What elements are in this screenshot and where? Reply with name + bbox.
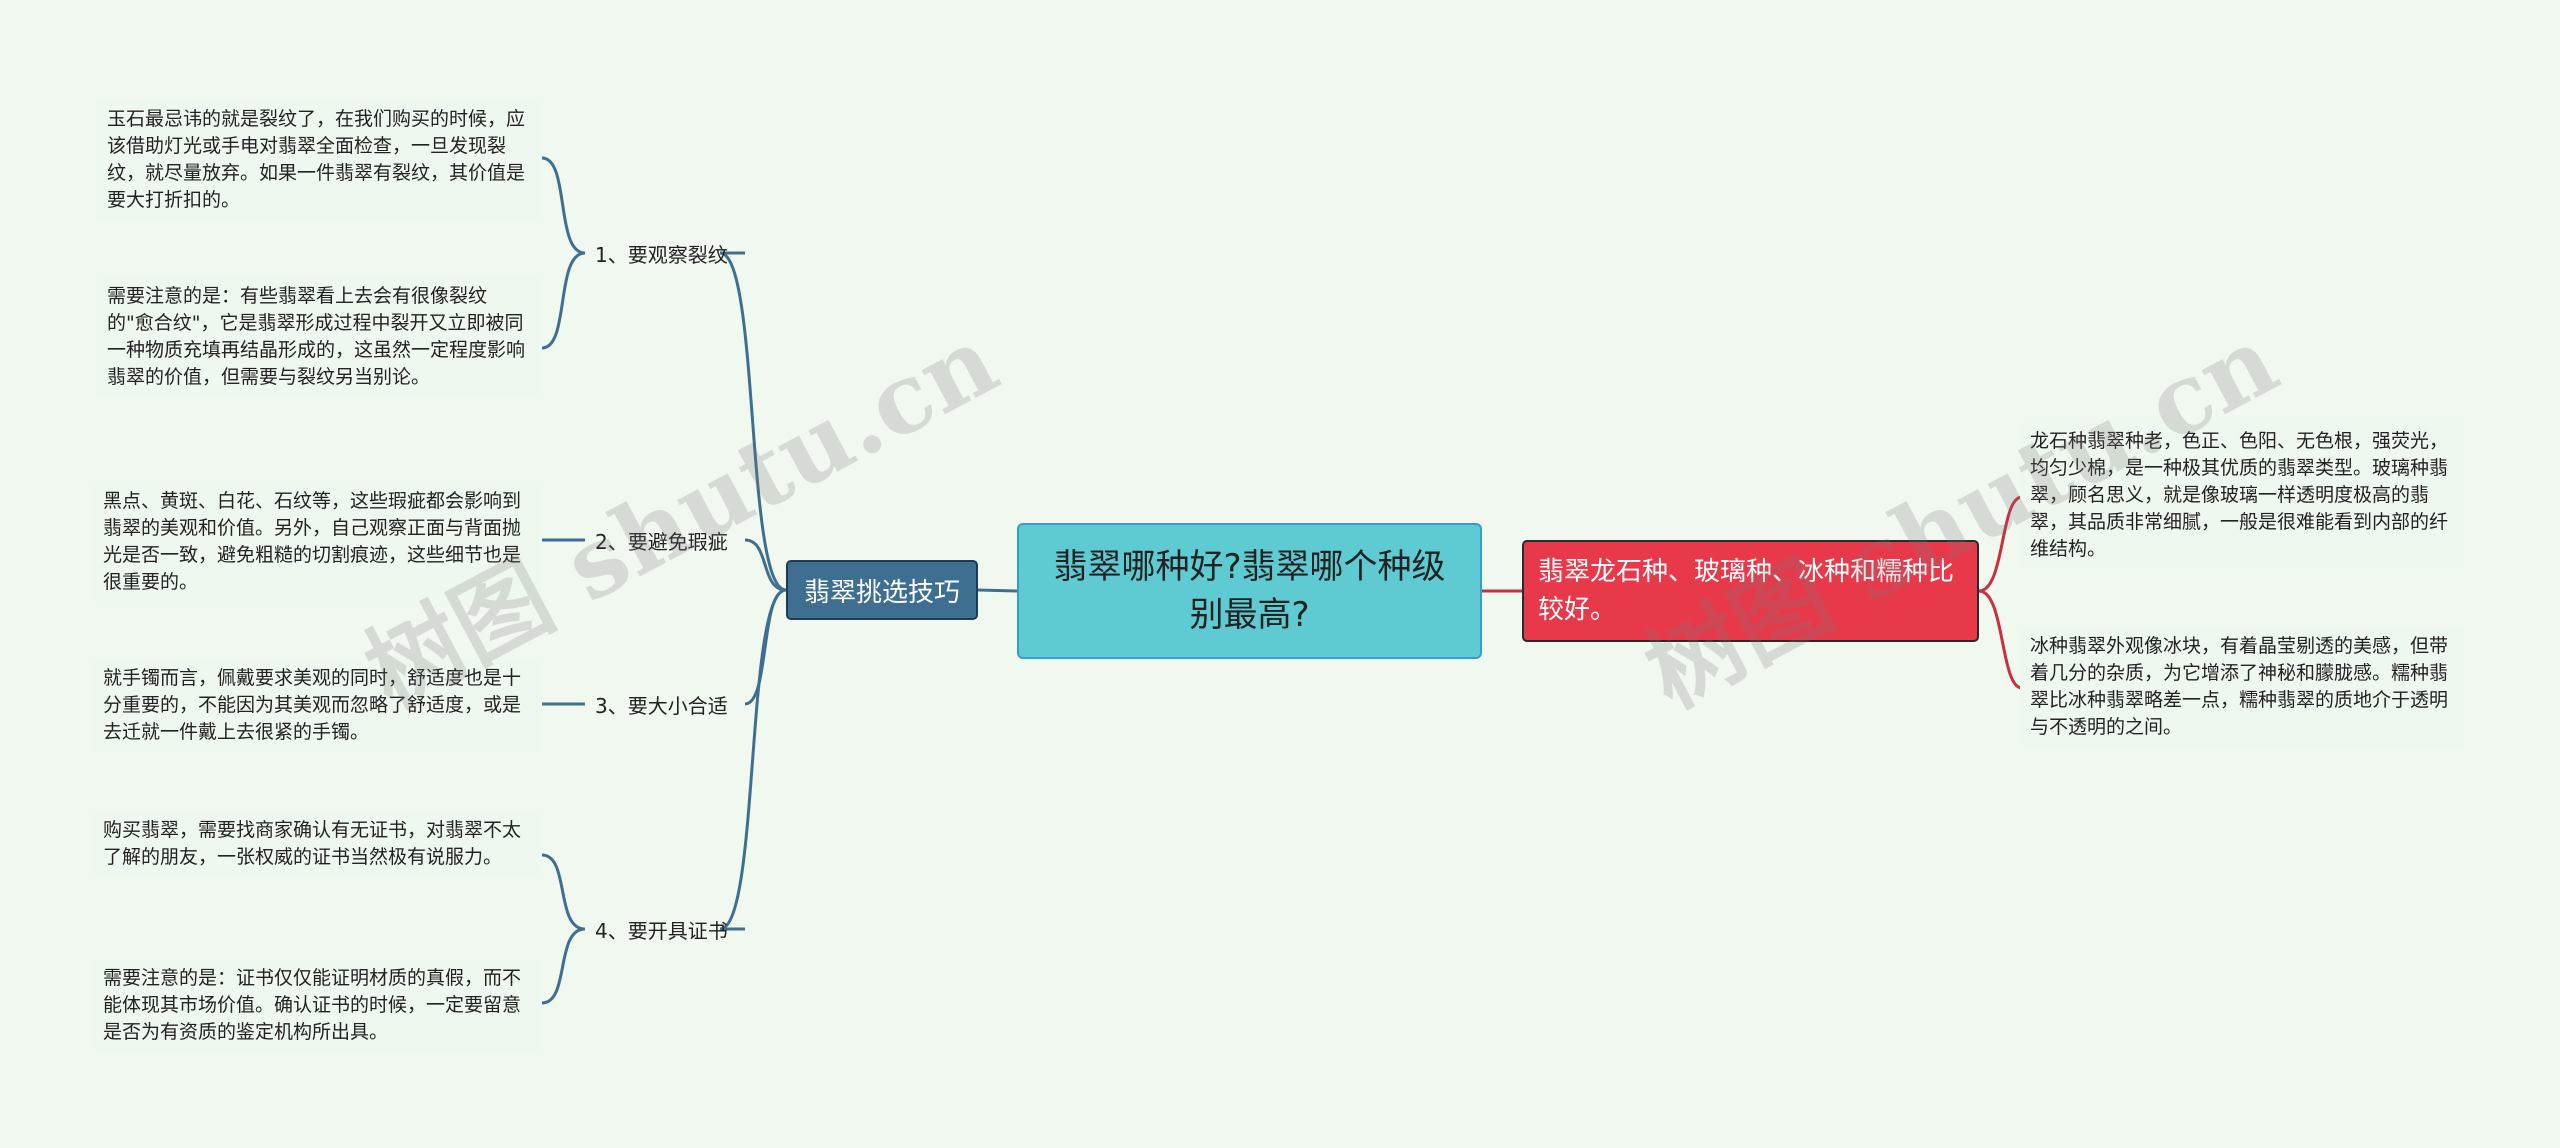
subtopic-certificate[interactable]: 4、要开具证书 (595, 918, 728, 943)
subtopic-size[interactable]: 3、要大小合适 (595, 693, 728, 718)
leaf-cracks-2[interactable]: 需要注意的是：有些翡翠看上去会有很像裂纹的"愈合纹"，它是翡翠形成过程中裂开又立… (97, 277, 542, 397)
link-sub1-leaf1 (541, 156, 586, 255)
link-root-left (977, 588, 1018, 593)
link-left-sub2 (744, 538, 787, 592)
branch-best-types[interactable]: 翡翠龙石种、玻璃种、冰种和糯种比较好。 (1522, 540, 1979, 642)
leaf-cracks-1[interactable]: 玉石最忌讳的就是裂纹了，在我们购买的时候，应该借助灯光或手电对翡翠全面检查，一旦… (97, 100, 542, 220)
link-left-sub4 (719, 588, 787, 931)
subtopic-flaws[interactable]: 2、要避免瑕疵 (595, 529, 728, 554)
link-sub4-leaf2 (541, 927, 586, 1005)
branch-tips[interactable]: 翡翠挑选技巧 (786, 560, 978, 620)
leaf-certificate-1[interactable]: 购买翡翠，需要找商家确认有无证书，对翡翠不太了解的朋友，一张权威的证书当然极有说… (93, 811, 542, 877)
link-left-sub1 (719, 251, 787, 592)
leaf-flaws-1[interactable]: 黑点、黄斑、白花、石纹等，这些瑕疵都会影响到翡翠的美观和价值。另外，自己观察正面… (93, 482, 542, 602)
leaf-types-2[interactable]: 冰种翡翠外观像冰块，有着晶莹剔透的美感，但带着几分的杂质，为它增添了神秘和朦胧感… (2020, 627, 2465, 747)
link-sub1-leaf2 (541, 251, 586, 350)
link-right-leaf1 (1978, 495, 2023, 593)
subtopic-cracks[interactable]: 1、要观察裂纹 (595, 242, 728, 267)
leaf-certificate-2[interactable]: 需要注意的是：证书仅仅能证明材质的真假，而不能体现其市场价值。确认证书的时候，一… (93, 959, 542, 1052)
leaf-size-1[interactable]: 就手镯而言，佩戴要求美观的同时，舒适度也是十分重要的，不能因为其美观而忽略了舒适… (93, 659, 542, 752)
link-sub4-leaf1 (541, 853, 586, 931)
leaf-types-1[interactable]: 龙石种翡翠种老，色正、色阳、无色根，强荧光，均匀少棉，是一种极其优质的翡翠类型。… (2020, 422, 2465, 569)
link-right-leaf2 (1978, 589, 2023, 690)
link-left-sub3 (744, 588, 787, 706)
root-topic[interactable]: 翡翠哪种好?翡翠哪个种级别最高? (1017, 523, 1482, 659)
